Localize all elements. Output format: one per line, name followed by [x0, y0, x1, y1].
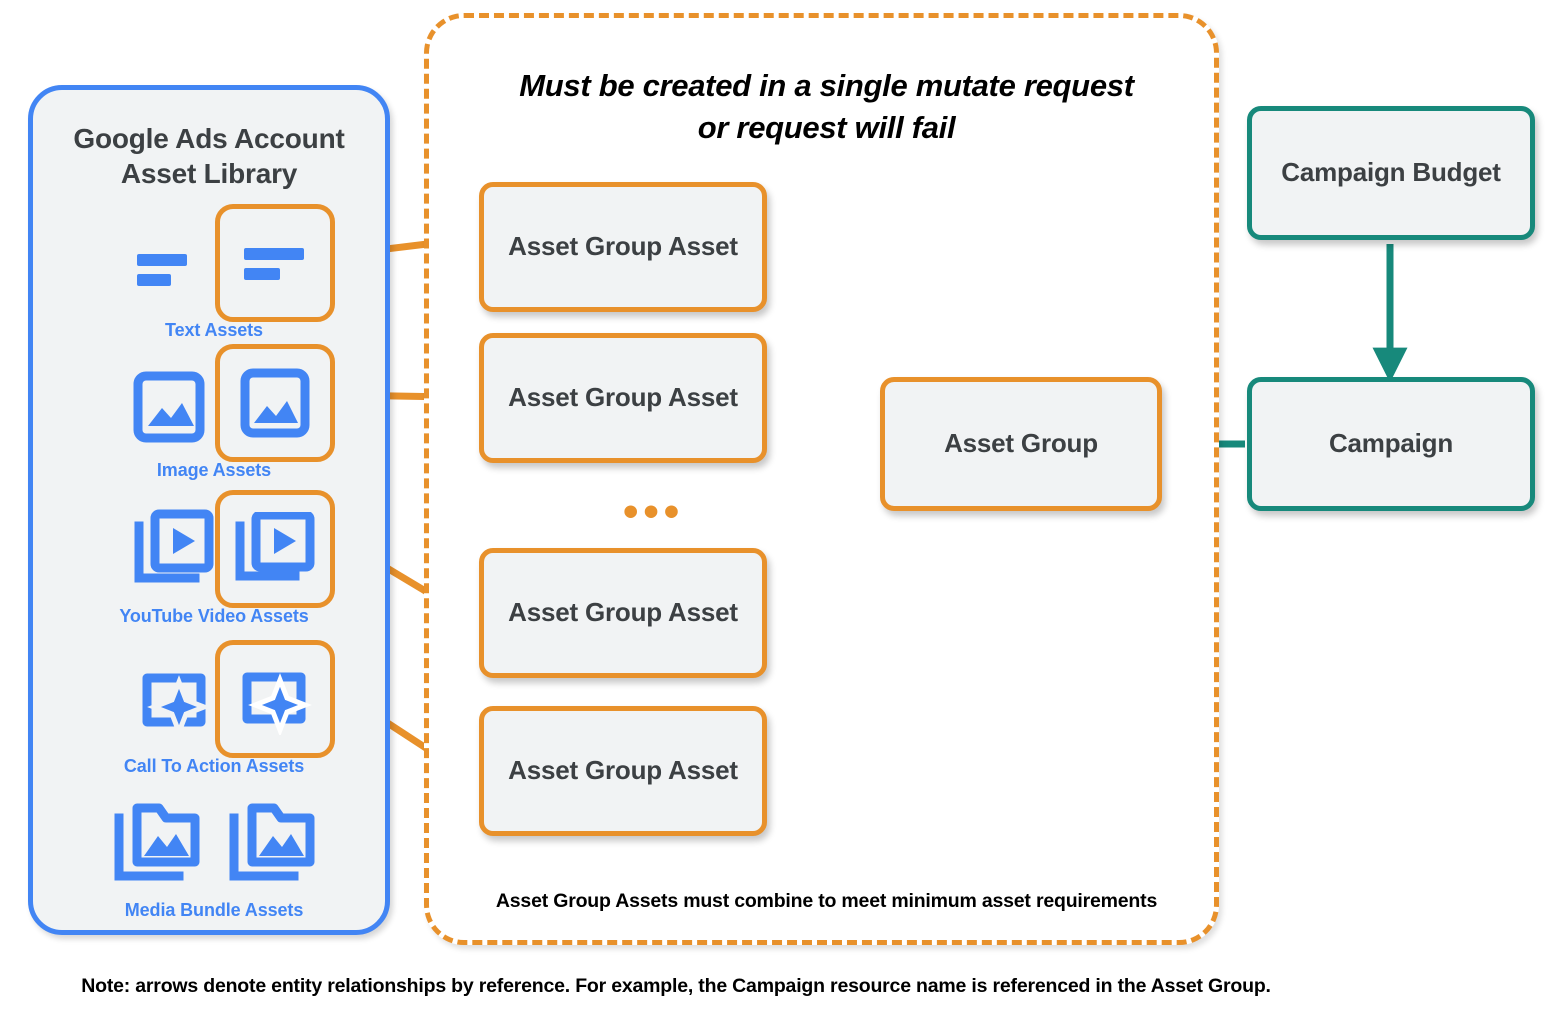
mutate-request-title-line1: Must be created in a single mutate reque…	[519, 68, 1134, 103]
asset-group-node[interactable]: Asset Group	[880, 377, 1162, 511]
campaign-node[interactable]: Campaign	[1247, 377, 1535, 511]
media-bundle-folder-icon-second	[228, 796, 320, 897]
campaign-budget-label: Campaign Budget	[1281, 157, 1501, 188]
mutate-request-footnote: Asset Group Assets must combine to meet …	[495, 890, 1158, 912]
asset-label-video: YouTube Video Assets	[119, 606, 309, 626]
asset-group-asset-label-2: Asset Group Asset	[508, 382, 738, 413]
media-bundle-folder-icon	[113, 796, 205, 897]
asset-library-title-line2: Asset Library	[120, 157, 298, 189]
call-to-action-icon	[133, 652, 215, 753]
campaign-label: Campaign	[1328, 428, 1454, 459]
asset-row-text: Text Assets	[33, 204, 395, 340]
asset-group-asset-node-2[interactable]: Asset Group Asset	[479, 333, 767, 463]
call-to-action-icon-selected[interactable]	[215, 640, 335, 758]
video-stack-icon	[133, 502, 215, 603]
asset-group-asset-node-3[interactable]: Asset Group Asset	[479, 548, 767, 678]
diagram-note: Note: arrows denote entity relationships…	[81, 975, 1271, 997]
asset-group-asset-node-1[interactable]: Asset Group Asset	[479, 182, 767, 312]
asset-group-asset-label-1: Asset Group Asset	[508, 231, 738, 262]
asset-group-asset-label-3: Asset Group Asset	[508, 597, 738, 628]
text-lines-icon-selected[interactable]	[215, 204, 335, 322]
ellipsis-indicator: •••	[623, 487, 685, 536]
asset-group-label: Asset Group	[944, 428, 1098, 459]
asset-label-cta: Call To Action Assets	[123, 756, 305, 776]
asset-row-image: Image Assets	[33, 344, 395, 480]
asset-row-cta: Call To Action Assets	[33, 640, 395, 776]
campaign-budget-node[interactable]: Campaign Budget	[1247, 106, 1535, 240]
asset-library-title-line1: Google Ads Account	[73, 123, 345, 154]
image-icon-selected[interactable]	[215, 344, 335, 462]
asset-label-text: Text Assets	[165, 320, 263, 340]
asset-label-image: Image Assets	[156, 460, 272, 480]
mutate-request-title-line2: or request will fail	[697, 109, 956, 145]
text-lines-icon	[133, 216, 195, 317]
asset-label-media-bundle: Media Bundle Assets	[124, 900, 304, 920]
video-stack-icon-selected[interactable]	[215, 490, 335, 608]
mutate-request-title: Must be created in a single mutate reque…	[469, 65, 1184, 148]
image-icon	[133, 356, 205, 457]
asset-group-asset-label-4: Asset Group Asset	[508, 755, 738, 786]
asset-library-panel: Google Ads Account Asset Library	[28, 85, 390, 935]
asset-library-title: Google Ads Account Asset Library	[33, 122, 385, 191]
asset-row-video: YouTube Video Assets	[33, 490, 395, 626]
asset-row-media-bundle: Media Bundle Assets	[33, 796, 395, 920]
asset-group-asset-node-4[interactable]: Asset Group Asset	[479, 706, 767, 836]
